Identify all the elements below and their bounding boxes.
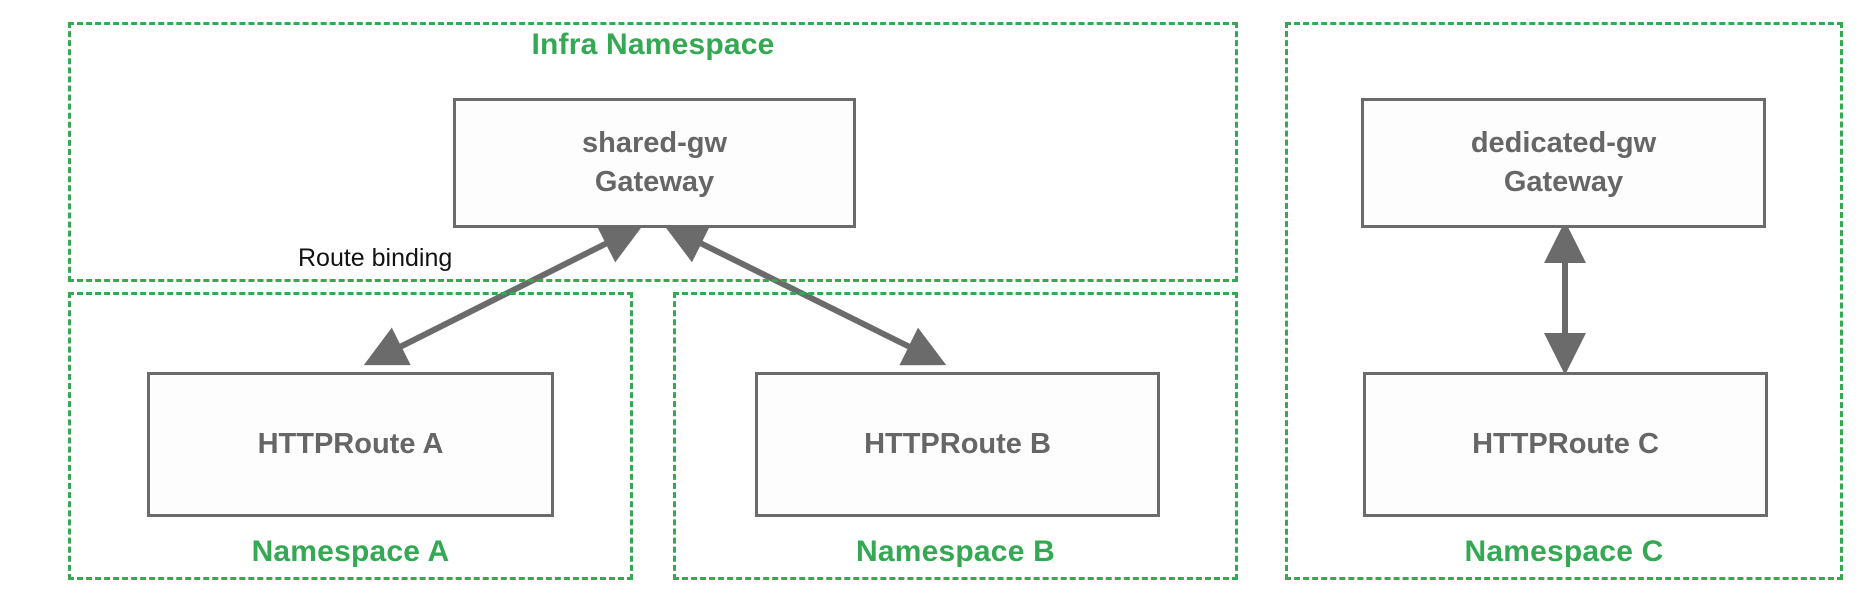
namespace-box-c [1285,22,1843,580]
namespace-box-infra [68,22,1238,282]
namespace-label-a: Namespace A [251,535,450,568]
node-route-a-name: HTTPRoute A [257,427,444,460]
node-dedicated-gw-kind: Gateway [1503,166,1624,198]
namespace-box-a [68,292,633,580]
namespace-label-c: Namespace C [1464,535,1664,568]
node-route-a[interactable]: HTTPRoute A [147,372,554,517]
node-shared-gw-kind: Gateway [594,166,715,198]
node-route-c-name: HTTPRoute C [1472,427,1659,460]
edge-label-route-binding: Route binding [298,244,453,272]
node-route-b-name: HTTPRoute B [864,427,1051,460]
namespace-box-b [673,292,1238,580]
namespace-label-infra: Infra Namespace [531,28,775,61]
node-dedicated-gw-name: dedicated-gw [1470,126,1657,159]
node-route-b[interactable]: HTTPRoute B [755,372,1160,517]
node-shared-gw[interactable]: shared-gw Gateway [453,98,856,228]
node-shared-gw-name: shared-gw [581,126,728,159]
node-route-c[interactable]: HTTPRoute C [1363,372,1768,517]
node-dedicated-gw[interactable]: dedicated-gw Gateway [1361,98,1766,228]
namespace-label-b: Namespace B [856,535,1055,568]
